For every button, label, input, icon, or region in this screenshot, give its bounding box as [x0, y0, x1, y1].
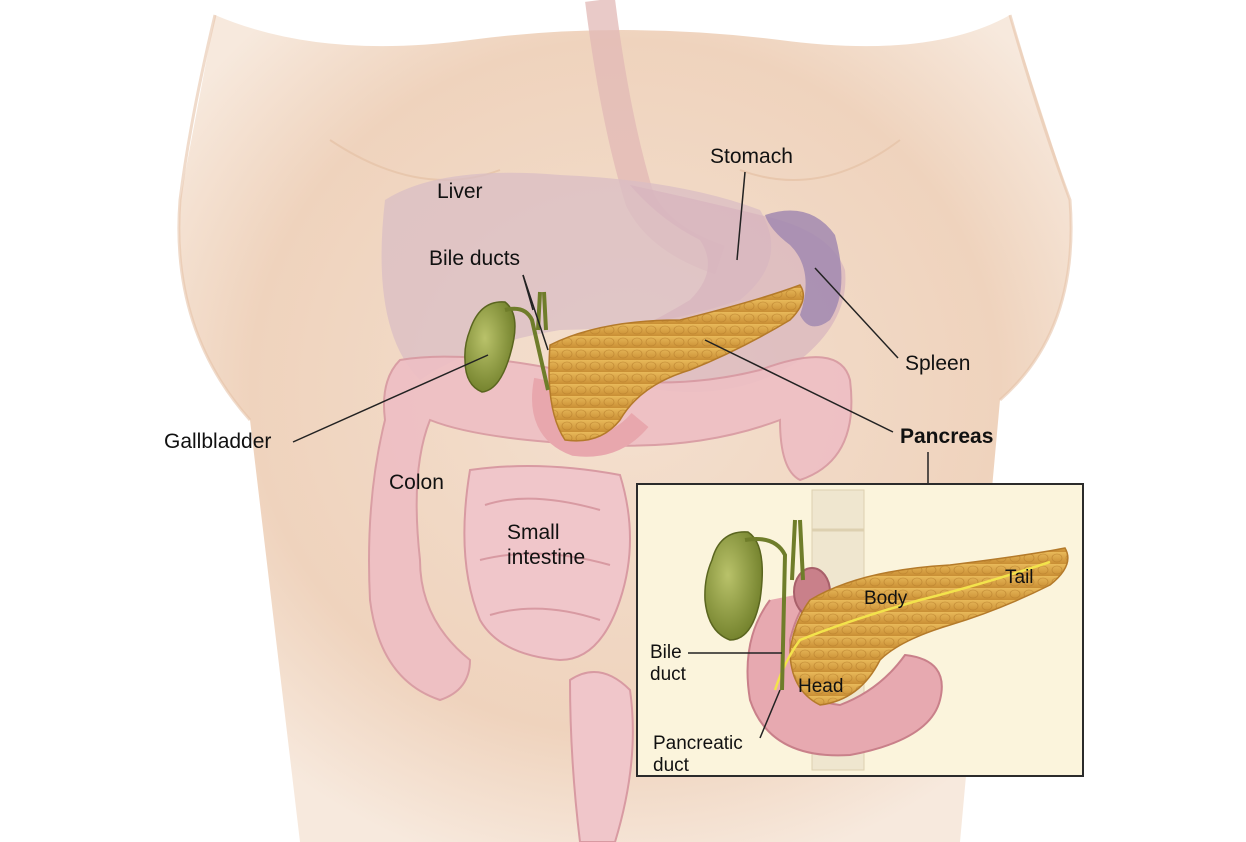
inset-label-bile-duct-line1: Bile — [650, 642, 682, 663]
rectum — [568, 671, 634, 842]
label-bile-ducts: Bile ducts — [429, 247, 521, 270]
label-small-intestine-line2: intestine — [507, 546, 586, 569]
spleen — [765, 210, 842, 327]
label-colon: Colon — [389, 471, 444, 494]
inset-leader-lines — [688, 652, 782, 739]
label-gallbladder: Gallbladder — [164, 430, 272, 453]
inset-pancreas — [789, 547, 1069, 706]
label-pancreas: Pancreas — [900, 425, 994, 448]
duodenum — [532, 377, 649, 457]
inset-label-bile-duct-line2: duct — [650, 664, 686, 685]
inset-label-head: Head — [798, 676, 844, 697]
bile-ducts — [504, 291, 550, 391]
inset-label-pancreatic-duct-line2: duct — [653, 755, 689, 776]
inset-label-pancreatic-duct-line1: Pancreatic — [653, 733, 743, 754]
inset-bile-duct — [744, 519, 805, 691]
label-small-intestine-line1: Small — [507, 521, 560, 544]
inset-frame — [636, 483, 1084, 777]
inset-label-tail: Tail — [1005, 567, 1034, 588]
label-spleen: Spleen — [905, 352, 971, 375]
gallbladder — [464, 301, 516, 393]
label-liver: Liver — [437, 180, 483, 203]
inset-label-body: Body — [864, 588, 908, 609]
pancreas — [548, 284, 805, 442]
label-stomach: Stomach — [710, 145, 793, 168]
inset-pancreatic-duct — [773, 560, 1051, 691]
inset-gallbladder — [704, 531, 763, 641]
